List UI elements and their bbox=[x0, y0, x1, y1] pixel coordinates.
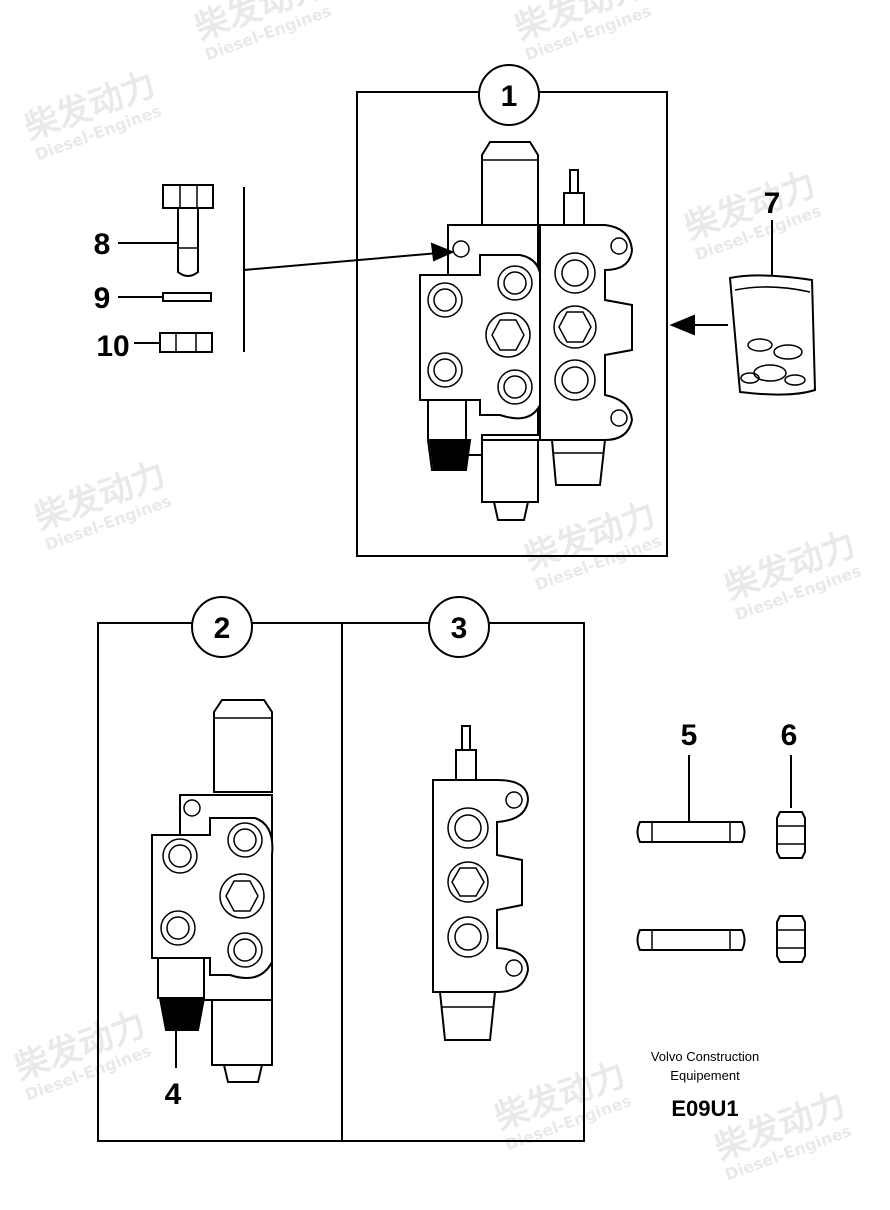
seal-bag bbox=[728, 274, 817, 396]
callout-7-label: 7 bbox=[764, 187, 781, 220]
arrow-head bbox=[430, 242, 455, 262]
callout-4-label: 4 bbox=[165, 1078, 182, 1111]
fastener-set: 8 9 10 bbox=[94, 184, 455, 363]
leader-to-valve bbox=[243, 251, 451, 271]
callout-5-label: 5 bbox=[681, 719, 698, 752]
stud-upper bbox=[636, 821, 746, 843]
control-valve-2 bbox=[151, 699, 274, 1083]
stud-lower bbox=[636, 929, 746, 951]
callout-10-label: 10 bbox=[96, 330, 129, 363]
watermark-tile: 柴发动力 Diesel-Engines bbox=[509, 0, 654, 64]
nut-lower bbox=[776, 915, 806, 963]
watermark-layer: 柴发动力 Diesel-Engines 柴发动力 Diesel-Engines … bbox=[9, 0, 864, 1184]
callout-1-label: 1 bbox=[501, 80, 518, 113]
callout-3-circle bbox=[428, 596, 490, 658]
control-valve-3 bbox=[432, 725, 530, 1041]
watermark-tile: 柴发动力 Diesel-Engines bbox=[189, 0, 334, 64]
caption-line-1: Volvo Construction bbox=[650, 1049, 760, 1064]
assembly-3: 3 bbox=[341, 596, 585, 1142]
studs-and-nuts: 5 6 bbox=[636, 719, 806, 963]
caption-line-2: Equipement bbox=[670, 1068, 740, 1083]
drawing-code: E09U1 bbox=[671, 1096, 739, 1121]
seal-kit: 7 bbox=[669, 187, 817, 396]
arrow-head-7 bbox=[669, 314, 695, 336]
watermark-tile: 柴发动力 Diesel-Engines bbox=[519, 494, 664, 594]
assembly-1: 1 bbox=[356, 64, 668, 557]
watermark-tile: 柴发动力 Diesel-Engines bbox=[489, 1054, 634, 1154]
callout-2-circle bbox=[191, 596, 253, 658]
watermark-tile: 柴发动力 Diesel-Engines bbox=[679, 164, 824, 264]
callout-8-label: 8 bbox=[94, 228, 111, 261]
watermark-tile: 柴发动力 Diesel-Engines bbox=[9, 1004, 154, 1104]
assembly-2: 2 4 bbox=[97, 596, 343, 1142]
control-valve-1 bbox=[419, 141, 634, 521]
callout-6-label: 6 bbox=[781, 719, 798, 752]
callout-3-label: 3 bbox=[451, 612, 468, 645]
nut-upper bbox=[776, 811, 806, 859]
watermark-tile: 柴发动力 Diesel-Engines bbox=[29, 454, 174, 554]
callout-1-circle bbox=[478, 64, 540, 126]
callout-2-label: 2 bbox=[214, 612, 231, 645]
watermark-tile: 柴发动力 Diesel-Engines bbox=[719, 524, 864, 624]
callout-9-label: 9 bbox=[94, 282, 111, 315]
watermark-tile: 柴发动力 Diesel-Engines bbox=[19, 64, 164, 164]
washer bbox=[162, 292, 212, 302]
bolt bbox=[162, 184, 214, 277]
nut bbox=[159, 332, 213, 353]
